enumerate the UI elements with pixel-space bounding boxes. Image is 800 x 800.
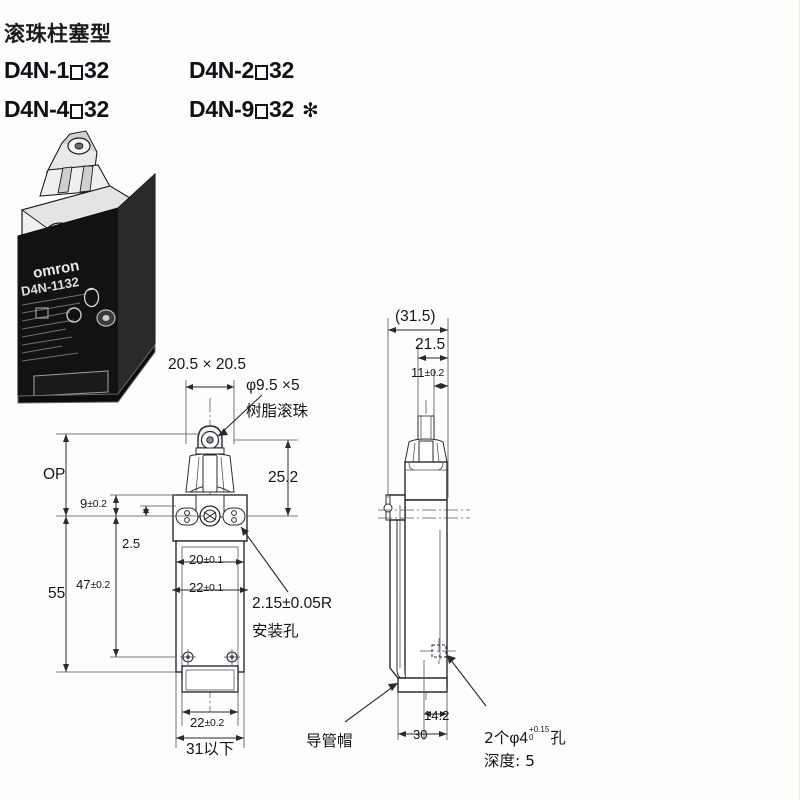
model-suffix: 32 [268,96,294,122]
model-d4n-4: D4N-4 32 [4,96,189,123]
model-prefix: D4N-4 [4,96,69,122]
model-suffix: 32 [83,96,109,122]
dim-55 [63,516,69,672]
dim-20-5 [186,384,234,390]
dim-label-31: 31以下 [186,741,235,758]
dim-11 [434,383,448,389]
hole-word: 孔 [550,729,566,748]
dim-label-55: 55 [48,585,66,602]
dim-label-op: OP [43,466,66,483]
dim-22-inner [172,587,248,593]
dim-label-ball-material: 树脂滚珠 [246,402,309,420]
model-suffix: 32 [268,57,294,83]
variant-box-icon [69,65,83,80]
dim-22-bottom [182,709,238,715]
dim-21-5 [418,355,448,361]
dim-14-2 [424,711,447,717]
variant-box-icon [254,65,268,80]
dim-30 [398,731,447,737]
dim-label-9: 9±0.2 [80,496,107,511]
dim-label-30: 30 [413,727,428,742]
dim-op [63,434,69,516]
model-row-1: D4N-1 32 D4N-2 32 [4,57,424,84]
variant-box-icon [69,104,83,119]
model-prefix: D4N-2 [189,57,254,83]
dim-label-47: 47±0.2 [76,577,111,592]
dim-9 [113,495,119,516]
dim-label-mount-hole: 安装孔 [252,622,299,640]
variant-box-icon [254,104,268,119]
dim-47 [113,516,119,657]
dim-label-11: 11±0.2 [411,365,445,380]
footnote-asterisk-icon: ✻ [301,100,319,122]
side-view-geometry [344,318,487,740]
model-suffix: 32 [83,57,109,83]
header: 滚珠柱塞型 D4N-1 32 D4N-2 32 D4N-4 32 D4N-9 32 ✻ [4,24,424,123]
model-prefix: D4N-1 [4,57,69,83]
dim-label-ball-dia: φ9.5 ×5 [246,377,300,394]
dim-31 [176,735,244,741]
dim-label-conduit-cap: 导管帽 [306,732,353,750]
dim-label-31-5: (31.5) [395,308,436,325]
dim-label-14-2: 14.2 [424,708,450,723]
category-title: 滚珠柱塞型 [4,23,112,46]
model-row-2: D4N-4 32 D4N-9 32 ✻ [4,96,424,123]
dim-label-hole-depth: 深度: 5 [484,752,536,770]
dim-label-20: 20±0.1 [189,552,224,567]
hole-count: 2个 [484,729,510,748]
dim-25-2 [285,440,291,516]
dim-20 [176,559,244,565]
dim-label-20-5x20-5: 20.5 × 20.5 [168,356,246,373]
model-prefix: D4N-9 [189,96,254,122]
dim-label-mount-radius: 2.15±0.05R [252,595,333,612]
dim-label-21-5: 21.5 [415,336,446,353]
model-d4n-9: D4N-9 32 ✻ [189,96,319,123]
dim-label-2-5: 2.5 [122,536,141,551]
mounting-slot-right [222,507,246,526]
dim-2-5 [143,506,149,516]
model-d4n-1: D4N-1 32 [4,57,189,84]
dim-label-22-bottom: 22±0.2 [190,715,225,730]
hole-dia: φ4 [509,730,529,748]
mounting-slot-left [175,507,199,526]
dim-31-5 [388,327,448,333]
model-d4n-2: D4N-2 32 [189,57,294,84]
front-view-geometry [56,380,298,748]
dim-label-22-inner: 22±0.1 [189,580,224,595]
omron-limit-switch-photo: omron D4N-1132 [17,130,156,404]
dim-label-25-2: 25.2 [268,469,299,486]
